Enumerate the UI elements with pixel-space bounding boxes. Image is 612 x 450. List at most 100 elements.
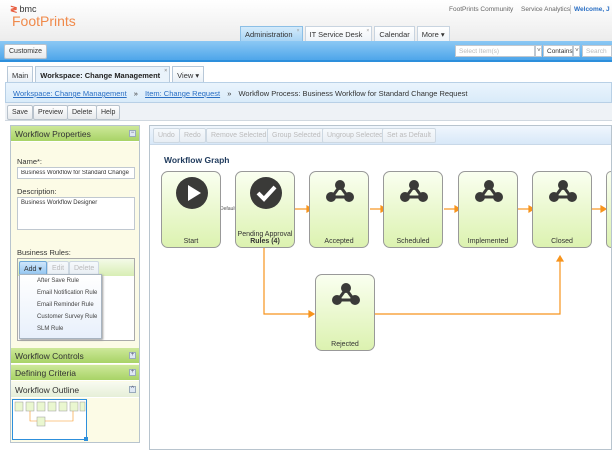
left-panel: Workflow Properties − Name*: Description:…	[10, 125, 140, 443]
redo-button[interactable]: Redo	[179, 128, 206, 143]
graph-toolbar: Undo Redo Remove Selected Group Selected…	[150, 126, 611, 145]
menu-item-slm[interactable]: SLM Rule	[37, 326, 64, 332]
divider	[570, 5, 571, 14]
close-icon[interactable]: ×	[164, 68, 168, 74]
workflow-node-scheduled[interactable]: Scheduled	[383, 171, 443, 248]
breadcrumb: Workspace: Change Management » Item: Cha…	[5, 82, 612, 103]
outline-viewport[interactable]	[12, 399, 88, 441]
add-rule-menu: After Save Rule Email Notification Rule …	[19, 274, 102, 339]
chevron-down-icon[interactable]: ˅	[573, 45, 580, 57]
workflow-outline-header[interactable]: Workflow Outline ^	[11, 382, 139, 398]
tab-label: IT Service Desk	[309, 30, 363, 39]
menu-item-customer-survey[interactable]: Customer Survey Rule	[37, 314, 98, 320]
search-input[interactable]: Search	[582, 45, 612, 57]
tab-label: Administration	[245, 30, 293, 39]
breadcrumb-sep: »	[227, 89, 232, 98]
collapse-icon[interactable]: ^	[129, 386, 136, 393]
resize-handle[interactable]	[84, 437, 88, 441]
node-title: Rejected	[331, 341, 359, 348]
graph-title: Workflow Graph	[164, 155, 230, 165]
workflow-node-partial[interactable]	[606, 171, 611, 248]
name-input[interactable]	[17, 167, 135, 179]
workflow-node-accepted[interactable]: Accepted	[309, 171, 369, 248]
node-label: Implemented	[459, 238, 517, 245]
delete-button[interactable]: Delete	[67, 105, 98, 120]
workflow-node-closed[interactable]: Closed	[532, 171, 592, 248]
panel-title: Workflow Properties	[15, 129, 91, 139]
description-label: Description:	[17, 187, 57, 196]
analytics-link[interactable]: Service Analytics	[521, 6, 571, 13]
collapse-icon[interactable]: −	[129, 130, 136, 137]
node-rules-count[interactable]: Rules (4)	[250, 238, 280, 245]
brand-text: bmc	[19, 4, 37, 14]
node-label: Scheduled	[384, 238, 442, 245]
tab-more[interactable]: More ▾	[416, 26, 450, 41]
workflow-properties-header[interactable]: Workflow Properties −	[11, 126, 139, 142]
select-items-input[interactable]: Select Item(s)	[455, 45, 535, 57]
menu-item-email-reminder[interactable]: Email Reminder Rule	[37, 302, 94, 308]
graph-edges	[221, 204, 608, 319]
tab-administration[interactable]: Administration×	[240, 26, 303, 41]
close-icon[interactable]: ×	[296, 28, 300, 34]
close-icon[interactable]: ×	[366, 28, 370, 34]
node-title: Closed	[551, 238, 573, 245]
tab-workspace[interactable]: Workspace: Change Management×	[35, 66, 171, 82]
tab-label: Workspace: Change Management	[40, 71, 161, 80]
customize-button[interactable]: Customize	[4, 44, 48, 59]
tab-view[interactable]: View ▾	[172, 66, 205, 82]
undo-button[interactable]: Undo	[153, 128, 180, 143]
toolbar: Save Preview Delete Help	[5, 103, 612, 121]
save-button[interactable]: Save	[7, 105, 33, 120]
node-label: Closed	[533, 238, 591, 245]
description-textarea[interactable]: Business Workflow Designer	[17, 197, 135, 230]
workflow-node-implemented[interactable]: Implemented	[458, 171, 518, 248]
node-title: Start	[183, 238, 199, 245]
panel-title: Workflow Controls	[15, 351, 84, 361]
preview-button[interactable]: Preview	[33, 105, 68, 120]
node-title: Pending Approval	[237, 231, 293, 238]
workflow-node-rejected[interactable]: Rejected	[315, 274, 375, 351]
node-title: Scheduled	[396, 238, 430, 245]
workflow-graph-panel: Undo Redo Remove Selected Group Selected…	[149, 125, 612, 450]
help-button[interactable]: Help	[96, 105, 121, 120]
product-logo[interactable]: FootPrints	[12, 13, 76, 29]
breadcrumb-current: Workflow Process: Business Workflow for …	[238, 89, 468, 98]
panel-title: Workflow Outline	[15, 385, 80, 395]
workflow-node-start[interactable]: Start	[161, 171, 221, 248]
menu-item-email-notification[interactable]: Email Notification Rule	[37, 290, 98, 296]
bmc-logo: ≷bmc	[10, 4, 37, 14]
sub-tabs: Main Workspace: Change Management× View …	[7, 66, 205, 82]
contains-select[interactable]: Contains	[543, 45, 573, 57]
default-edge-label: Default	[220, 206, 236, 212]
community-link[interactable]: FootPrints Community	[449, 6, 514, 13]
node-label: Rejected	[316, 341, 374, 348]
name-label: Name*:	[17, 157, 43, 166]
workflow-controls-header[interactable]: Workflow Controls +	[11, 348, 139, 364]
tab-it-service-desk[interactable]: IT Service Desk×	[304, 26, 373, 41]
panel-title: Defining Criteria	[15, 368, 76, 378]
business-rules-label: Business Rules:	[17, 248, 71, 257]
ungroup-selected-button[interactable]: Ungroup Selected	[322, 128, 389, 143]
expand-icon[interactable]: +	[129, 369, 136, 376]
tab-calendar[interactable]: Calendar	[374, 26, 415, 41]
node-label: Accepted	[310, 238, 368, 245]
set-default-button[interactable]: Set as Default	[382, 128, 436, 143]
welcome-user[interactable]: Welcome, J	[574, 6, 610, 13]
action-bar: Customize Select Item(s) ˅ Contains ˅ Se…	[0, 41, 612, 62]
outline-minimap	[14, 401, 86, 427]
chevron-down-icon[interactable]: ˅	[535, 45, 542, 57]
node-title: Accepted	[324, 238, 354, 245]
expand-icon[interactable]: +	[129, 352, 136, 359]
defining-criteria-header[interactable]: Defining Criteria +	[11, 365, 139, 381]
menu-item-after-save[interactable]: After Save Rule	[37, 278, 80, 284]
node-label: Start	[162, 238, 220, 245]
node-title: Implemented	[467, 238, 509, 245]
breadcrumb-workspace[interactable]: Workspace: Change Management	[13, 89, 127, 98]
app-header: ≷bmc FootPrints FootPrints Community Ser…	[0, 0, 612, 41]
breadcrumb-sep: »	[133, 89, 138, 98]
breadcrumb-item[interactable]: Item: Change Request	[145, 89, 221, 98]
tab-main[interactable]: Main	[7, 66, 34, 82]
main-tabs: Administration× IT Service Desk× Calenda…	[240, 26, 450, 41]
